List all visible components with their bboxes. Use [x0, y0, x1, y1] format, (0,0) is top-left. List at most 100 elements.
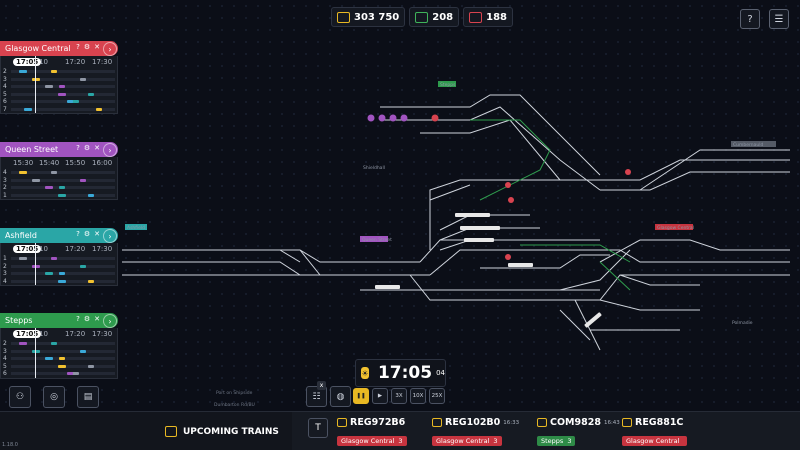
- train-slot[interactable]: [71, 100, 79, 103]
- platform-row[interactable]: 1: [1, 192, 117, 200]
- platform-row[interactable]: 3: [1, 270, 117, 278]
- train-slot[interactable]: [32, 178, 40, 182]
- platform-row[interactable]: 7: [1, 106, 117, 114]
- platform-number: 5: [3, 362, 7, 370]
- train-slot[interactable]: [32, 349, 40, 353]
- train-slot[interactable]: [96, 107, 102, 111]
- gear-icon[interactable]: ⚙: [83, 230, 91, 238]
- speed-button[interactable]: 3X: [391, 388, 407, 404]
- train-slot[interactable]: [19, 171, 27, 174]
- train-slot[interactable]: [67, 372, 73, 375]
- platform-row[interactable]: 2: [1, 340, 117, 348]
- platform-row[interactable]: 5: [1, 91, 117, 99]
- expand-panel-icon[interactable]: ›: [103, 229, 117, 243]
- train-id: REG972B6: [350, 417, 406, 428]
- expand-panel-icon[interactable]: ›: [103, 143, 117, 157]
- station-panel-header[interactable]: Ashfield?⚙✕›: [0, 228, 118, 243]
- close-icon[interactable]: ✕: [94, 315, 100, 323]
- expand-panel-icon[interactable]: ›: [103, 314, 117, 328]
- train-slot[interactable]: [80, 77, 86, 81]
- platform-row[interactable]: 2: [1, 68, 117, 76]
- train-slot[interactable]: [58, 279, 66, 283]
- train-slot[interactable]: [32, 77, 40, 81]
- platform-row[interactable]: 1: [1, 255, 117, 263]
- train-slot[interactable]: [45, 186, 53, 189]
- train-slot[interactable]: [45, 85, 53, 88]
- train-slot[interactable]: [80, 264, 86, 268]
- help-button[interactable]: ?: [740, 9, 760, 29]
- train-slot[interactable]: [88, 279, 94, 283]
- train-slot[interactable]: [71, 372, 79, 375]
- train-slot[interactable]: [58, 92, 66, 96]
- platform-row[interactable]: 3: [1, 348, 117, 356]
- train-slot[interactable]: [51, 70, 57, 73]
- train-id: COM9828: [550, 417, 601, 428]
- station-panel-header[interactable]: Glasgow Central?⚙✕›: [0, 41, 118, 56]
- play-button[interactable]: ▶: [372, 388, 388, 404]
- train-slot[interactable]: [88, 364, 94, 368]
- timetable-button[interactable]: T: [308, 418, 328, 438]
- current-time-line: [35, 328, 36, 378]
- platform-row[interactable]: 4: [1, 169, 117, 177]
- expand-panel-icon[interactable]: ›: [103, 42, 117, 56]
- train-slot[interactable]: [88, 193, 94, 197]
- speed-button[interactable]: 25X: [429, 388, 445, 404]
- train-slot[interactable]: [58, 364, 66, 368]
- help-icon[interactable]: ?: [76, 230, 80, 238]
- train-slot[interactable]: [19, 257, 27, 260]
- train-slot[interactable]: [59, 186, 65, 189]
- train-slot[interactable]: [45, 272, 53, 275]
- station-panel-header[interactable]: Stepps?⚙✕›: [0, 313, 118, 328]
- close-tool-button[interactable]: x: [317, 381, 326, 390]
- train-slot[interactable]: [67, 100, 73, 103]
- gear-icon[interactable]: ⚙: [83, 144, 91, 152]
- gear-icon[interactable]: ⚙: [83, 315, 91, 323]
- train-slot[interactable]: [19, 70, 27, 73]
- help-icon[interactable]: ?: [76, 43, 80, 51]
- station-panel-header[interactable]: Queen Street?⚙✕›: [0, 142, 118, 157]
- train-slot[interactable]: [24, 107, 32, 111]
- gear-icon[interactable]: ⚙: [83, 43, 91, 51]
- platform-row[interactable]: 4: [1, 355, 117, 363]
- log-button[interactable]: ▤: [77, 386, 99, 408]
- train-slot[interactable]: [19, 342, 27, 345]
- train-slot[interactable]: [88, 92, 94, 96]
- pause-button[interactable]: ❚❚: [353, 388, 369, 404]
- platform-row[interactable]: 5: [1, 363, 117, 371]
- platform-row[interactable]: 6: [1, 98, 117, 106]
- platform-row[interactable]: 3: [1, 177, 117, 185]
- platform-row[interactable]: 3: [1, 76, 117, 84]
- train-slot[interactable]: [58, 193, 66, 197]
- menu-button[interactable]: ☰: [769, 9, 789, 29]
- train-slot[interactable]: [51, 171, 57, 174]
- platform-row[interactable]: 2: [1, 263, 117, 271]
- target-button[interactable]: ◎: [43, 386, 65, 408]
- platform-row[interactable]: 4: [1, 278, 117, 286]
- train-slot[interactable]: [59, 272, 65, 275]
- layers-tool-button[interactable]: ◍: [330, 386, 351, 407]
- close-icon[interactable]: ✕: [94, 43, 100, 51]
- tracks-tool-button[interactable]: ☷: [306, 386, 327, 407]
- platform-row[interactable]: 4: [1, 83, 117, 91]
- close-icon[interactable]: ✕: [94, 230, 100, 238]
- train-slot[interactable]: [51, 342, 57, 345]
- train-slot[interactable]: [59, 85, 65, 88]
- train-slot[interactable]: [80, 349, 86, 353]
- help-icon[interactable]: ?: [76, 315, 80, 323]
- train-slot[interactable]: [32, 264, 40, 268]
- close-icon[interactable]: ✕: [94, 144, 100, 152]
- platform-row[interactable]: 6: [1, 370, 117, 378]
- people-button[interactable]: ⚇: [9, 386, 31, 408]
- train-slot[interactable]: [59, 357, 65, 360]
- train-slot[interactable]: [45, 357, 53, 360]
- help-icon[interactable]: ?: [76, 144, 80, 152]
- platform-row[interactable]: 2: [1, 184, 117, 192]
- train-slot[interactable]: [80, 178, 86, 182]
- speed-button[interactable]: 10X: [410, 388, 426, 404]
- train-slot[interactable]: [51, 257, 57, 260]
